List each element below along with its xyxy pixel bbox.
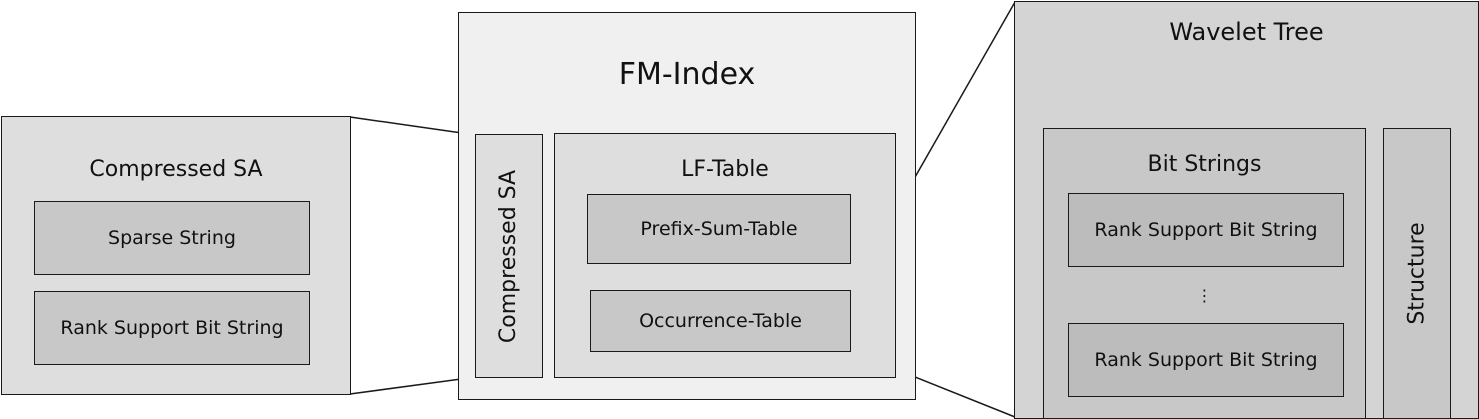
left-rank-support-bit-string-label: Rank Support Bit String: [60, 317, 284, 339]
structure-label: Structure: [1404, 222, 1430, 325]
bit-strings-title: Bit Strings: [1147, 152, 1262, 177]
wavelet-tree-title: Wavelet Tree: [1169, 18, 1324, 46]
occurrence-table-box: Occurrence-Table: [590, 290, 851, 352]
structure-block: Structure: [1383, 128, 1451, 419]
bit-strings-ellipsis: ⋮: [1196, 286, 1213, 305]
compressed-sa-detail-title: Compressed SA: [89, 157, 263, 182]
sparse-string-label: Sparse String: [108, 227, 236, 249]
occurrence-table-label: Occurrence-Table: [639, 310, 802, 332]
prefix-sum-table-label: Prefix-Sum-Table: [640, 218, 798, 240]
left-rank-support-bit-string-box: Rank Support Bit String: [34, 291, 310, 365]
fm-index-title: FM-Index: [618, 57, 756, 92]
prefix-sum-table-box: Prefix-Sum-Table: [587, 194, 851, 264]
right-rank-support-bit-string-label-2: Rank Support Bit String: [1094, 349, 1318, 371]
right-rank-support-bit-string-box-1: Rank Support Bit String: [1068, 193, 1344, 267]
compressed-sa-block-label: Compressed SA: [496, 169, 522, 343]
lf-table-title: LF-Table: [681, 157, 769, 182]
compressed-sa-block: Compressed SA: [475, 134, 543, 378]
right-rank-support-bit-string-box-2: Rank Support Bit String: [1068, 323, 1344, 397]
right-rank-support-bit-string-label-1: Rank Support Bit String: [1094, 219, 1318, 241]
sparse-string-box: Sparse String: [34, 201, 310, 275]
